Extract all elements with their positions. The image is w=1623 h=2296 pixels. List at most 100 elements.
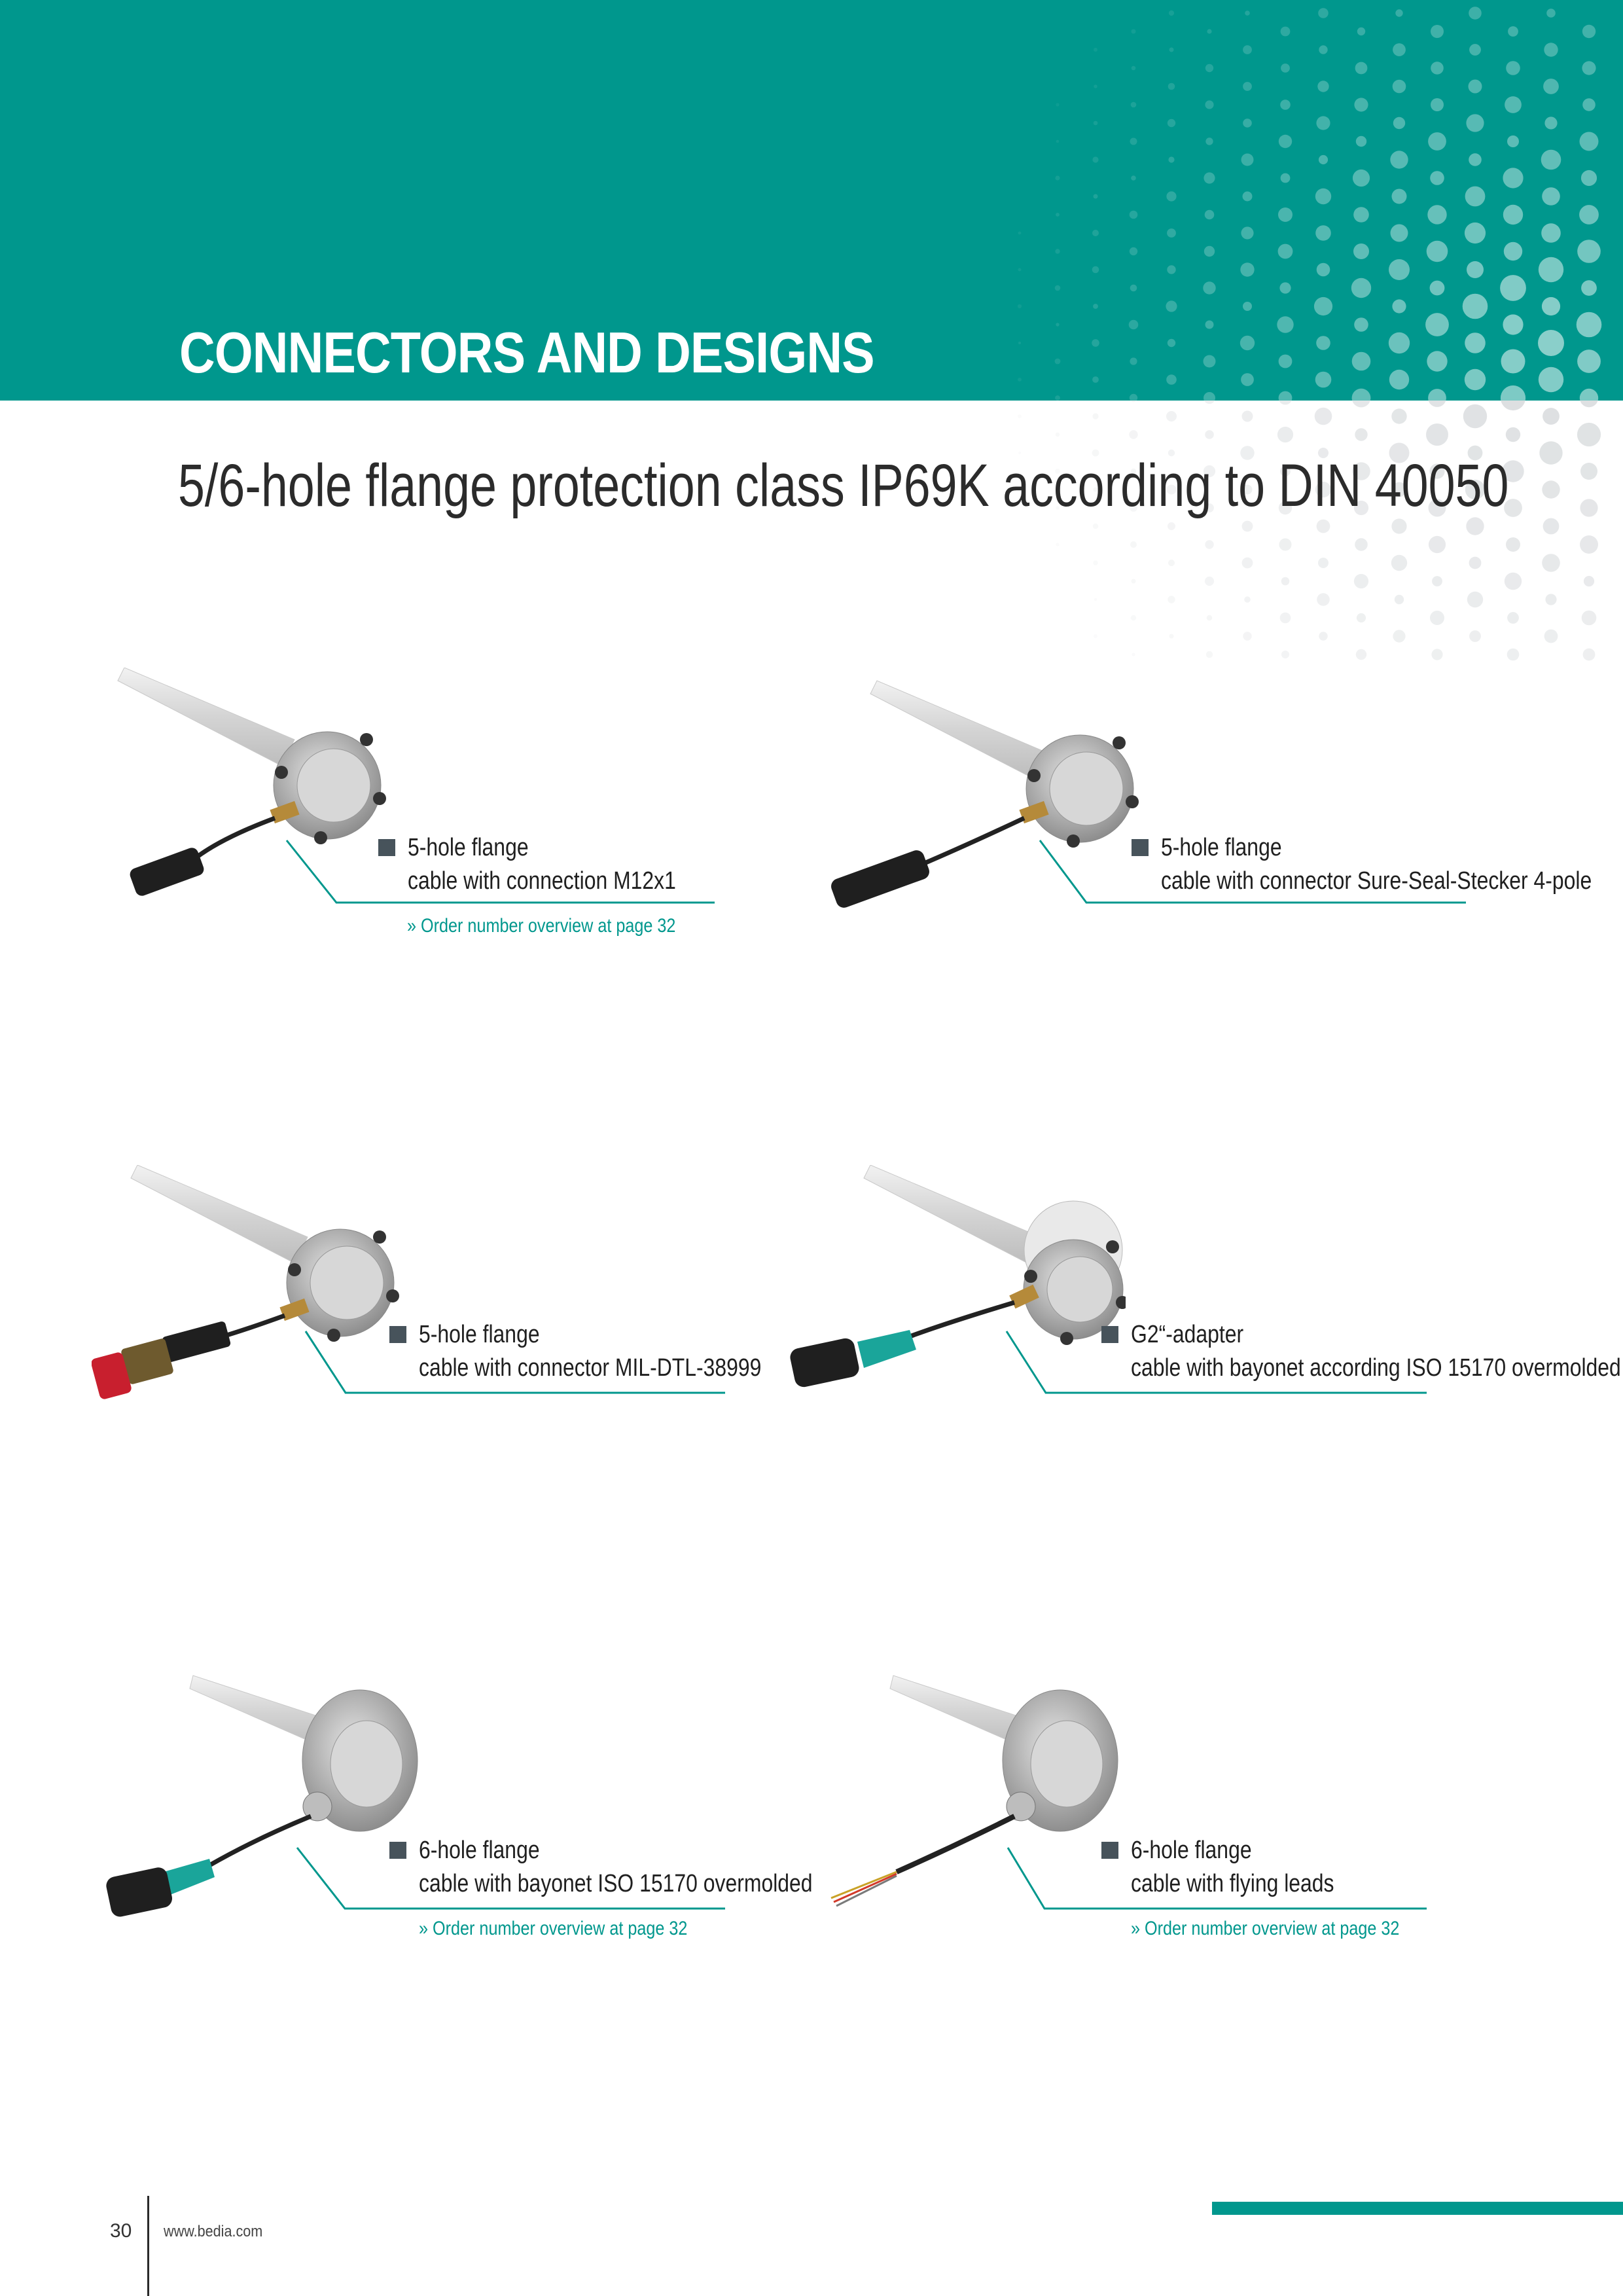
decorative-dot bbox=[1538, 257, 1564, 283]
decorative-dot bbox=[1278, 501, 1293, 515]
decorative-dot bbox=[1315, 188, 1332, 205]
decorative-dot bbox=[1504, 499, 1522, 517]
decorative-dot bbox=[1130, 615, 1137, 621]
decorative-dot bbox=[1505, 96, 1522, 113]
decorative-dot bbox=[1056, 323, 1060, 327]
website-link[interactable]: www.bedia.com bbox=[164, 2223, 263, 2240]
decorative-dot bbox=[1279, 401, 1292, 405]
decorative-dot bbox=[1544, 629, 1558, 643]
decorative-dot bbox=[1355, 135, 1367, 147]
decorative-dot bbox=[1168, 10, 1175, 16]
decorative-dot bbox=[1313, 296, 1333, 316]
m12-plug-icon bbox=[130, 848, 204, 896]
decorative-dot bbox=[1580, 463, 1597, 480]
decorative-dot bbox=[1278, 354, 1293, 368]
order-overview-link[interactable]: » Order number overview at page 32 bbox=[1131, 1918, 1400, 1939]
decorative-dot bbox=[1130, 401, 1137, 403]
decorative-dot bbox=[1464, 368, 1486, 391]
decorative-dot bbox=[1317, 81, 1329, 92]
decorative-dot bbox=[1205, 540, 1214, 549]
decorative-dot bbox=[1428, 389, 1446, 401]
decorative-dot bbox=[1130, 541, 1137, 548]
decorative-dot bbox=[1427, 351, 1448, 372]
sensor-5-hole-flange-image bbox=[831, 680, 1139, 908]
decorative-dot bbox=[1054, 285, 1061, 291]
decorative-dot bbox=[1278, 207, 1293, 222]
decorative-dot bbox=[1466, 517, 1484, 535]
decorative-dot bbox=[1577, 240, 1601, 263]
decorative-dot bbox=[1469, 153, 1482, 166]
decorative-dot bbox=[1166, 300, 1177, 312]
decorative-dot bbox=[1244, 596, 1251, 603]
decorative-dot bbox=[1430, 171, 1444, 185]
decorative-dot bbox=[1469, 556, 1482, 569]
decorative-dot bbox=[1092, 376, 1099, 383]
decorative-dot bbox=[1542, 554, 1560, 572]
decorative-dot bbox=[1503, 204, 1524, 225]
decorative-dot bbox=[1500, 385, 1526, 401]
decorative-dot bbox=[1466, 114, 1484, 132]
decorative-dot bbox=[1280, 466, 1291, 476]
sensor-g2-adapter-image bbox=[790, 1165, 1126, 1388]
decorative-dot bbox=[1245, 10, 1250, 16]
decorative-dot bbox=[1056, 543, 1060, 547]
decorative-dot bbox=[1241, 410, 1253, 422]
decorative-dot bbox=[1579, 132, 1599, 151]
decorative-dot-pattern bbox=[1017, 7, 1602, 401]
decorative-dot bbox=[1018, 451, 1022, 455]
decorative-dot bbox=[1130, 468, 1137, 475]
decorative-dot bbox=[1432, 576, 1442, 586]
product-item bbox=[92, 1165, 746, 1440]
decorative-dot bbox=[1018, 341, 1022, 345]
product-title: 6-hole flange bbox=[419, 1837, 540, 1864]
decorative-dot bbox=[1577, 422, 1601, 447]
order-overview-link[interactable]: » Order number overview at page 32 bbox=[407, 915, 676, 937]
decorative-dot bbox=[1205, 430, 1214, 439]
decorative-dot bbox=[1546, 9, 1556, 18]
decorative-dot bbox=[1205, 320, 1214, 329]
decorative-dot bbox=[1056, 139, 1060, 143]
decorative-dot bbox=[1205, 503, 1214, 512]
decorative-dot bbox=[1505, 427, 1521, 442]
decorative-dot bbox=[1243, 45, 1252, 54]
decorative-dot bbox=[1092, 266, 1099, 274]
decorative-dot bbox=[1169, 634, 1174, 639]
decorative-dot bbox=[1539, 441, 1563, 465]
decorative-dot bbox=[1166, 374, 1177, 385]
decorative-dot bbox=[1204, 576, 1215, 586]
decorative-dot bbox=[1582, 98, 1596, 111]
footer-divider bbox=[147, 2196, 149, 2296]
decorative-dot bbox=[1393, 630, 1406, 643]
product-description: cable with connector MIL-DTL-38999 bbox=[419, 1354, 762, 1382]
decorative-dot bbox=[1130, 284, 1137, 292]
decorative-dot bbox=[1166, 191, 1177, 202]
decorative-dot bbox=[1093, 120, 1098, 126]
footer-accent-bar bbox=[1212, 2202, 1623, 2215]
decorative-dot bbox=[1204, 172, 1215, 184]
decorative-dot bbox=[1092, 156, 1099, 163]
decorative-dot bbox=[1318, 154, 1329, 165]
decorative-dot bbox=[1278, 391, 1293, 401]
product-description: cable with connector Sure-Seal-Stecker 4… bbox=[1161, 867, 1592, 895]
decorative-dot bbox=[1167, 338, 1176, 348]
decorative-dot bbox=[1469, 44, 1481, 56]
product-title: 5-hole flange bbox=[419, 1321, 540, 1348]
decorative-dot bbox=[1241, 520, 1253, 532]
decorative-dot bbox=[1240, 262, 1255, 277]
decorative-dot bbox=[1354, 98, 1368, 112]
page-heading: 5/6-hole flange protection class IP69K a… bbox=[178, 452, 1509, 519]
order-overview-link[interactable]: » Order number overview at page 32 bbox=[419, 1918, 688, 1939]
decorative-dot bbox=[1465, 186, 1486, 207]
product-item bbox=[98, 1669, 792, 1944]
decorative-dot bbox=[1093, 194, 1098, 199]
decorative-dot bbox=[1319, 45, 1328, 54]
decorative-dot bbox=[1389, 442, 1410, 463]
decorative-dot bbox=[1543, 79, 1559, 94]
decorative-dot bbox=[1277, 426, 1294, 443]
decorative-dot bbox=[1389, 369, 1410, 390]
decorative-dot bbox=[1092, 523, 1099, 529]
decorative-dot bbox=[1389, 259, 1410, 280]
decorative-dot bbox=[1580, 499, 1598, 517]
decorative-dot bbox=[1243, 632, 1252, 641]
decorative-dot bbox=[1203, 355, 1216, 368]
